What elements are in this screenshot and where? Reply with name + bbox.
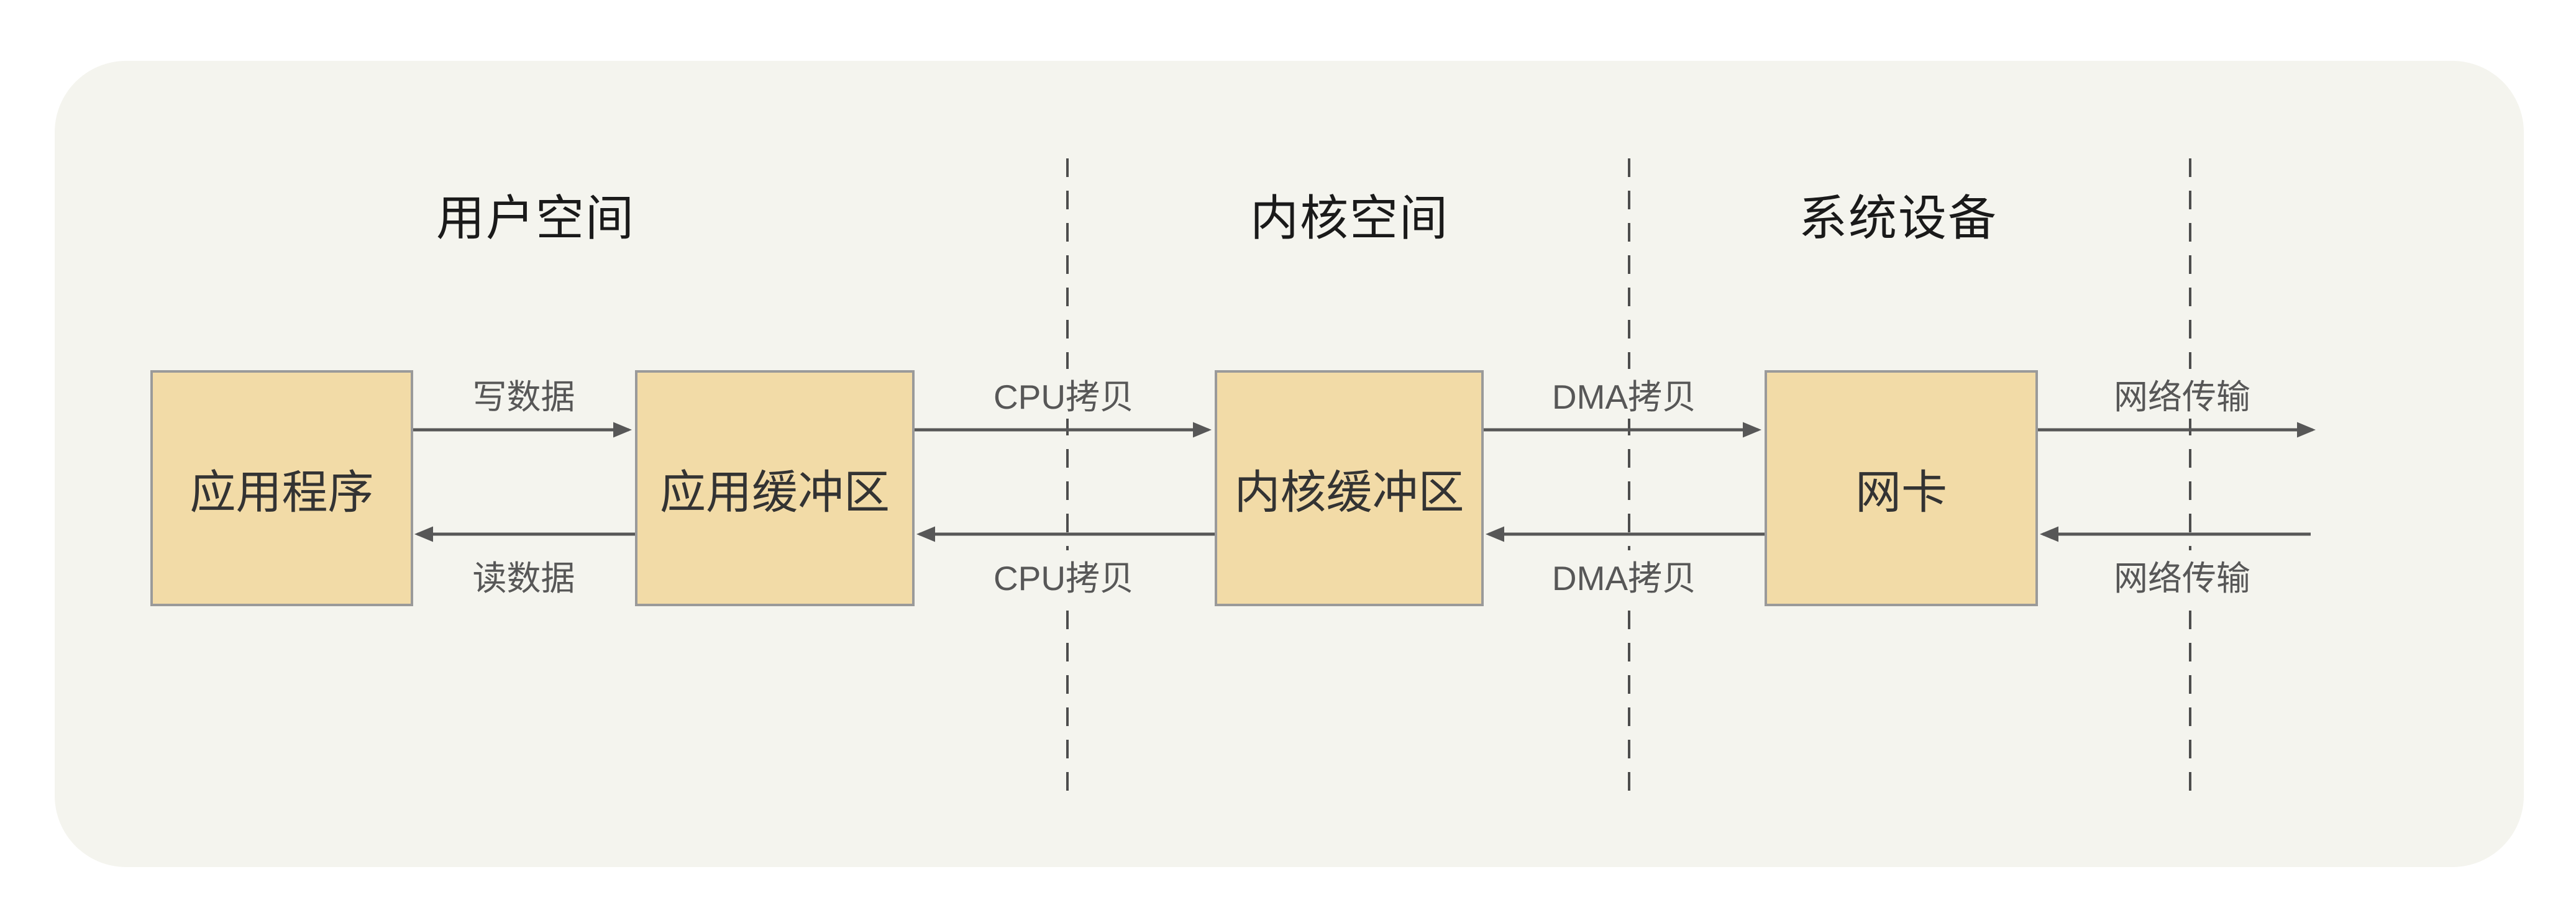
flow-label-network-transfer-in: 网络传输: [2106, 550, 2259, 600]
section-label-user-space: 用户空间: [436, 191, 636, 245]
node-network-card: 网卡: [1765, 370, 2038, 606]
node-kernel-buffer-label: 内核缓冲区: [1234, 466, 1464, 518]
flow-label-dma-copy-forward: DMA拷贝: [1544, 369, 1704, 419]
node-application-buffer-label: 应用缓冲区: [660, 466, 890, 518]
flow-label-network-transfer-out: 网络传输: [2106, 369, 2259, 419]
section-label-system-device: 系统设备: [1798, 191, 1998, 245]
flow-label-cpu-copy-forward: CPU拷贝: [985, 369, 1142, 419]
flow-label-write-data: 写数据: [465, 369, 583, 419]
flow-label-dma-copy-back: DMA拷贝: [1544, 550, 1704, 600]
flow-label-read-data: 读数据: [465, 550, 583, 600]
node-kernel-buffer: 内核缓冲区: [1215, 370, 1484, 606]
node-application: 应用程序: [150, 370, 413, 606]
flow-label-cpu-copy-back: CPU拷贝: [985, 550, 1142, 600]
node-application-buffer: 应用缓冲区: [635, 370, 915, 606]
section-label-kernel-space: 内核空间: [1249, 191, 1450, 245]
node-network-card-label: 网卡: [1855, 466, 1947, 518]
node-application-label: 应用程序: [190, 466, 374, 518]
